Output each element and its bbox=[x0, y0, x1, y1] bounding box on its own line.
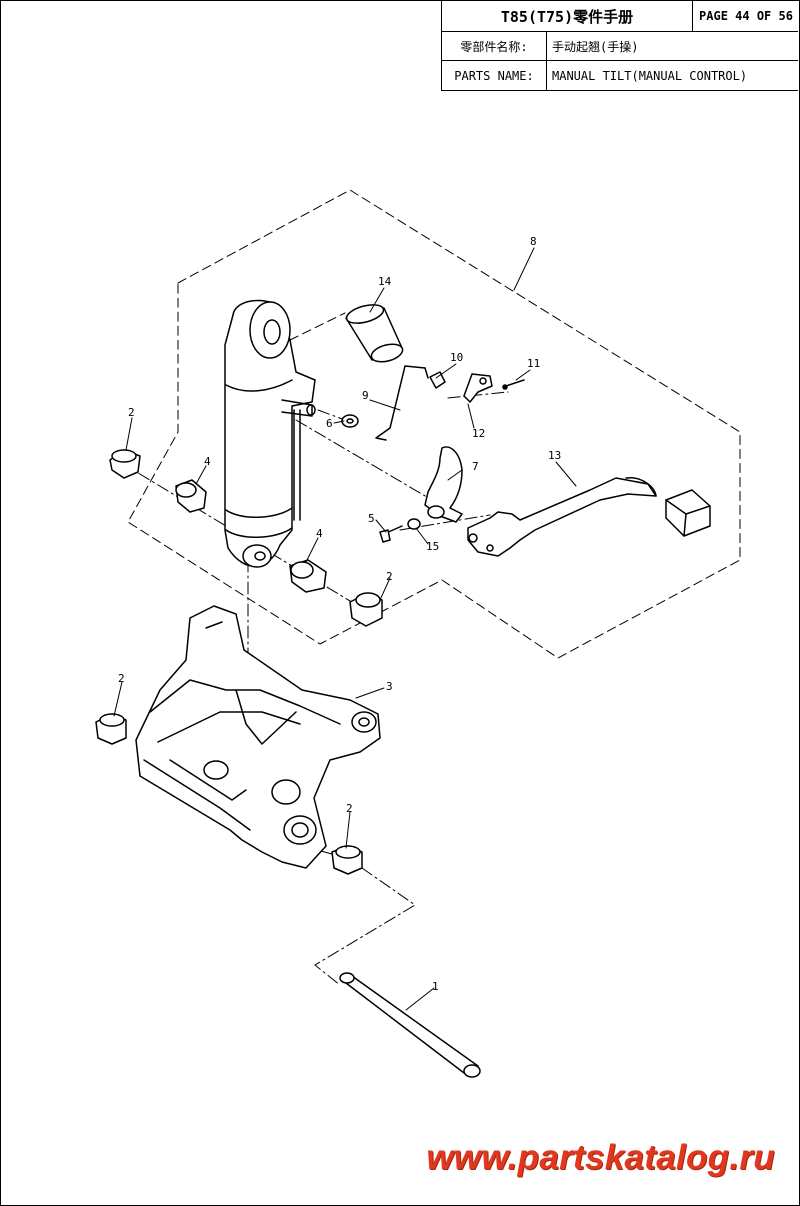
callout-7: 7 bbox=[472, 460, 479, 473]
callout-11: 11 bbox=[527, 357, 540, 370]
pin-part-11 bbox=[505, 379, 525, 387]
bent-rod-part-9 bbox=[375, 365, 426, 441]
tilt-cylinder bbox=[224, 299, 316, 568]
callout-1: 1 bbox=[432, 980, 439, 993]
title-block: T85(T75)零件手册 PAGE 44 OF 56 零部件名称: 手动起翘(手… bbox=[441, 1, 798, 91]
washer-part-15 bbox=[407, 518, 421, 530]
callout-10: 10 bbox=[450, 351, 463, 364]
callout-6: 6 bbox=[326, 417, 333, 430]
cn-name-value: 手动起翘(手操) bbox=[546, 32, 800, 60]
en-name-value: MANUAL TILT(MANUAL CONTROL) bbox=[546, 61, 800, 90]
callout-4-a: 4 bbox=[204, 455, 211, 468]
callout-3: 3 bbox=[386, 680, 393, 693]
cn-name-label: 零部件名称: bbox=[460, 39, 528, 54]
lever-part-12 bbox=[463, 373, 493, 403]
callout-4-b: 4 bbox=[316, 527, 323, 540]
cn-name-row: 零部件名称: 手动起翘(手操) bbox=[442, 32, 798, 61]
leader-lines bbox=[113, 247, 577, 1011]
callout-2-c: 2 bbox=[118, 672, 125, 685]
callout-13: 13 bbox=[548, 449, 561, 462]
tilt-handle-part-13 bbox=[467, 477, 657, 557]
bushing-part-2-c bbox=[95, 713, 127, 745]
sleeve-part-14 bbox=[345, 304, 404, 363]
title-row: T85(T75)零件手册 PAGE 44 OF 56 bbox=[442, 1, 798, 32]
callout-2-b: 2 bbox=[386, 570, 393, 583]
callout-2-d: 2 bbox=[346, 802, 353, 815]
bushing-part-4-b bbox=[289, 559, 327, 593]
callout-14: 14 bbox=[378, 275, 392, 288]
callout-5: 5 bbox=[368, 512, 375, 525]
callout-8: 8 bbox=[530, 235, 537, 248]
manual-title: T85(T75)零件手册 bbox=[500, 7, 634, 26]
cam-lever-part-7 bbox=[424, 446, 463, 523]
callout-9: 9 bbox=[362, 389, 369, 402]
assembly-boundary bbox=[127, 189, 741, 659]
callout-15: 15 bbox=[426, 540, 439, 553]
en-name-row: PARTS NAME: MANUAL TILT(MANUAL CONTROL) bbox=[442, 61, 798, 90]
shaft-part-1 bbox=[339, 972, 481, 1078]
page-number: PAGE 44 OF 56 bbox=[692, 1, 799, 31]
watermark-url: www.partskatalog.ru bbox=[426, 1138, 775, 1177]
bushing-part-2-b bbox=[349, 592, 383, 627]
callout-2-a: 2 bbox=[128, 406, 135, 419]
clip-part-10 bbox=[429, 371, 446, 389]
callout-12: 12 bbox=[472, 427, 485, 440]
bushing-part-4-a bbox=[175, 479, 207, 513]
en-name-label: PARTS NAME: bbox=[454, 68, 534, 83]
bracket-part-3 bbox=[135, 605, 381, 869]
callout-labels: 8 14 10 11 9 6 12 7 13 2 4 4 5 15 2 2 3 … bbox=[118, 235, 561, 993]
inner-boundary bbox=[289, 312, 346, 341]
handle-grip bbox=[665, 489, 711, 537]
rod-hook bbox=[424, 367, 429, 379]
bushing-part-2-a bbox=[109, 449, 141, 479]
bushing-part-2-d bbox=[331, 845, 363, 875]
